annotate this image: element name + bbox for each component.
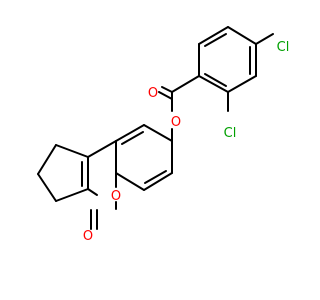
oxygen-atom-label: O	[83, 229, 93, 244]
bond	[227, 75, 257, 93]
bond	[171, 75, 200, 93]
bond	[255, 33, 274, 45]
chlorine-atom-label: Cl	[277, 40, 290, 55]
bond	[161, 86, 173, 93]
oxygen-atom-label: O	[148, 86, 158, 101]
bond	[227, 26, 257, 45]
oxygen-atom-label: O	[171, 115, 181, 130]
bond	[198, 26, 229, 45]
bond	[204, 33, 227, 47]
bond	[204, 73, 227, 87]
bond	[143, 172, 173, 191]
bond	[143, 124, 173, 142]
bond	[198, 75, 229, 93]
bond	[37, 144, 57, 175]
oxygen-atom-label: O	[111, 189, 121, 204]
bond	[121, 131, 144, 145]
bond	[37, 173, 57, 202]
bond	[115, 172, 145, 191]
bond	[55, 144, 89, 158]
bond	[158, 91, 173, 100]
molecule-structure: Cl Cl O O O O	[37, 26, 290, 244]
bond	[115, 124, 145, 142]
bond-lines	[37, 26, 274, 230]
bond	[87, 188, 98, 196]
bond	[87, 140, 117, 158]
bond	[144, 170, 167, 184]
chlorine-atom-label: Cl	[224, 126, 237, 141]
bond	[55, 188, 89, 202]
